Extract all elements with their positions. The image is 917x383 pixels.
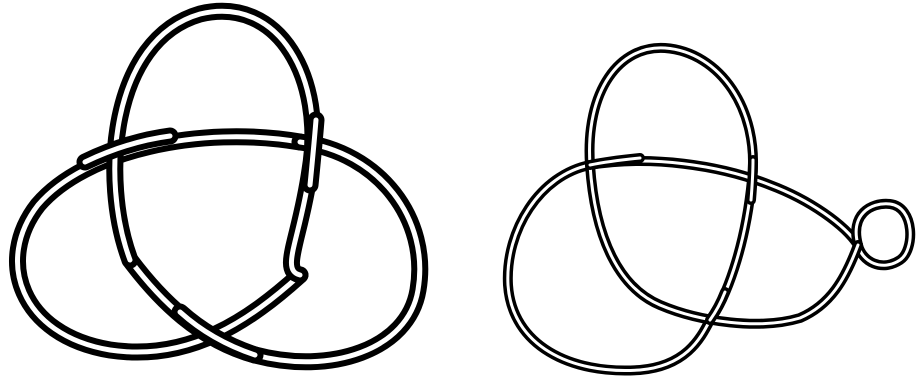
trefoil-knot-right-with-loop bbox=[508, 48, 910, 371]
left-knot-strands bbox=[18, 11, 420, 361]
right-upper-band-strand bbox=[590, 161, 858, 245]
right-vertical-loop-strand bbox=[590, 48, 753, 320]
right-crossings bbox=[590, 158, 753, 320]
trefoil-knot-left bbox=[18, 11, 420, 361]
left-horizontal-strand bbox=[18, 137, 300, 352]
